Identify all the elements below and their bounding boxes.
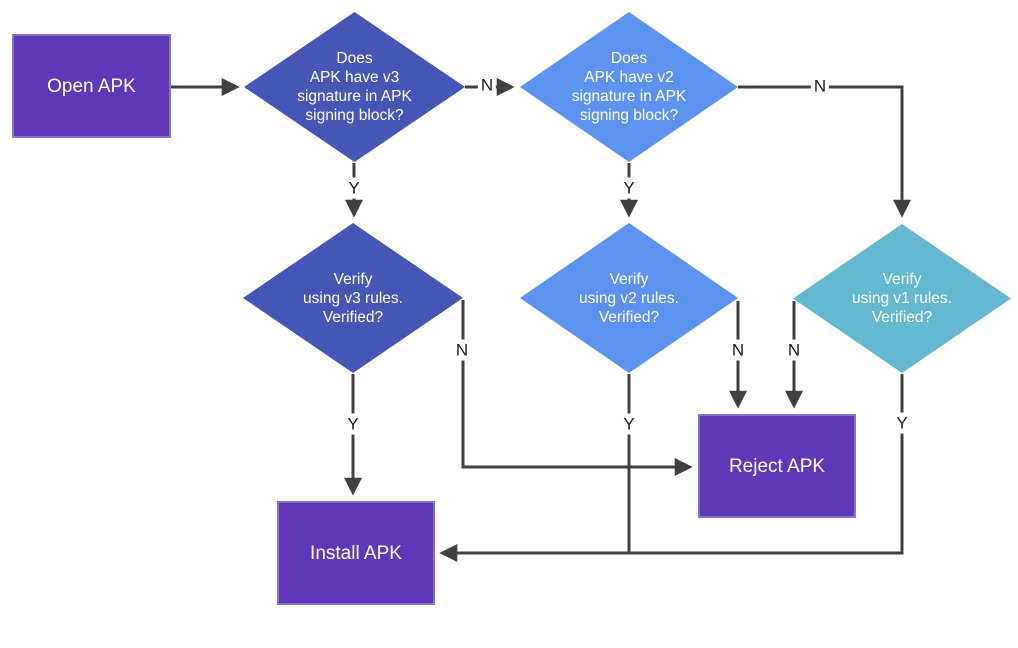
node-reject-apk: Reject APK	[698, 414, 856, 518]
edge-label-v1-verify-no: N	[784, 339, 804, 361]
edge-label-v3-verify-yes: Y	[344, 413, 362, 435]
edge-label-v1-verify-yes: Y	[893, 412, 911, 434]
edge-label-v2-verify-no: N	[728, 339, 748, 361]
node-v2-check-label: Does APK have v2 signature in APK signin…	[571, 50, 687, 124]
edge-label-v2-check-no: N	[810, 75, 830, 97]
edge-label-v2-check-yes: Y	[620, 177, 638, 199]
edge-label-v3-verify-no: N	[452, 339, 472, 361]
edge-v2-check-n-to-v1-verify	[738, 85, 911, 218]
node-install-apk-label: Install APK	[310, 542, 402, 564]
edge-label-v3-check-no: N	[477, 74, 497, 96]
edge-label-v3-check-yes: Y	[345, 177, 363, 199]
node-v3-verify-label: Verify using v3 rules. Verified?	[303, 270, 403, 326]
node-v2-verify-label: Verify using v2 rules. Verified?	[579, 270, 679, 326]
node-v3-check-label: Does APK have v3 signature in APK signin…	[297, 50, 412, 124]
node-reject-apk-label: Reject APK	[728, 455, 826, 477]
edge-v1-verify-y-to-install	[439, 374, 904, 562]
node-open-apk: Open APK	[12, 34, 171, 138]
node-v1-verify-label: Verify using v1 rules. Verified?	[852, 271, 952, 326]
node-install-apk: Install APK	[277, 501, 435, 605]
edge-label-v2-verify-yes: Y	[620, 413, 638, 435]
node-open-apk-label: Open APK	[47, 75, 136, 97]
